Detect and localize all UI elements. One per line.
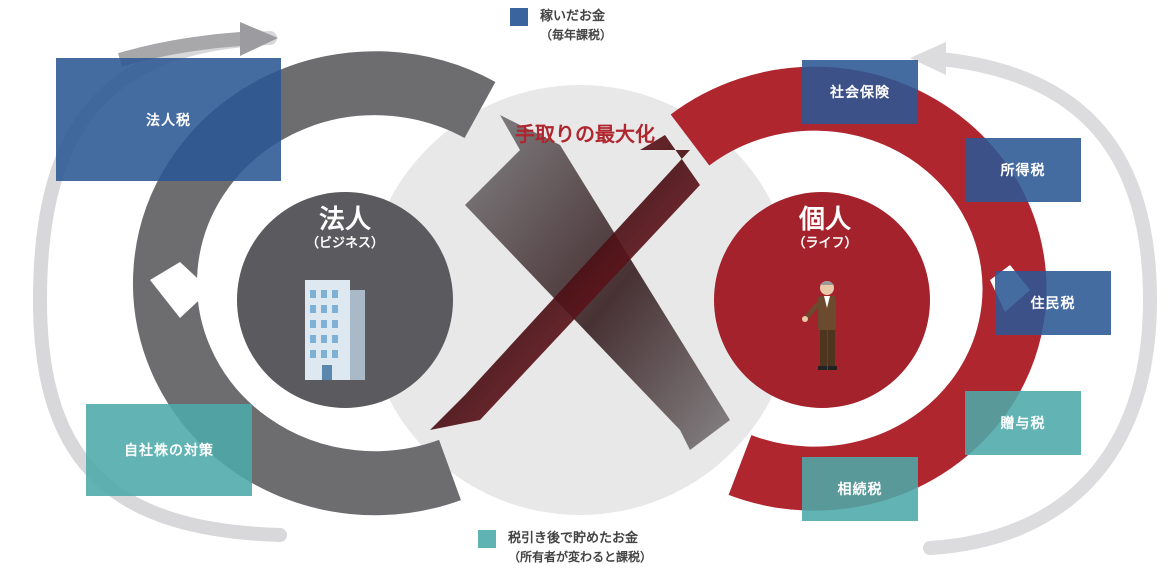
resident-tax-box: 住民税 xyxy=(995,271,1111,335)
legend-saved: 税引き後で貯めたお金 （所有者が変わると課税） xyxy=(478,530,652,566)
legend-saved-sub: （所有者が変わると課税） xyxy=(508,550,653,564)
outer-arrow-right-head xyxy=(910,42,946,75)
corporate-sub: （ビジネス） xyxy=(305,236,384,251)
corporate-tax-box: 法人税 xyxy=(56,58,281,181)
legend-earned-sub: （毎年課税） xyxy=(540,28,613,42)
legend-earned: 稼いだお金 （毎年課税） xyxy=(510,8,612,44)
corporate-title: 法人 xyxy=(318,205,371,235)
legend-swatch-teal xyxy=(478,530,496,548)
gray-ring xyxy=(132,51,496,516)
legend-earned-title: 稼いだお金 xyxy=(540,9,606,24)
own-stock-box: 自社株の対策 xyxy=(86,404,252,496)
outer-arrow-left-head xyxy=(240,22,278,56)
personal-title: 個人 xyxy=(798,205,851,235)
gift-tax-box: 贈与税 xyxy=(965,391,1081,455)
legend-saved-title: 税引き後で貯めたお金 xyxy=(508,531,639,546)
personal-label: 個人 （ライフ） xyxy=(770,205,880,253)
outer-arc-right xyxy=(923,51,1158,555)
inheritance-tax-box: 相続税 xyxy=(802,457,918,521)
income-tax-box: 所得税 xyxy=(965,138,1081,202)
personal-sub: （ライフ） xyxy=(792,236,858,251)
social-insurance-box: 社会保険 xyxy=(802,60,918,124)
businessman-icon xyxy=(802,281,837,370)
corporate-label: 法人 （ビジネス） xyxy=(290,205,400,253)
gray-ring-notch xyxy=(150,262,210,318)
building-icon xyxy=(305,280,365,380)
center-title: 手取りの最大化 xyxy=(515,122,655,146)
legend-swatch-blue xyxy=(510,8,528,26)
